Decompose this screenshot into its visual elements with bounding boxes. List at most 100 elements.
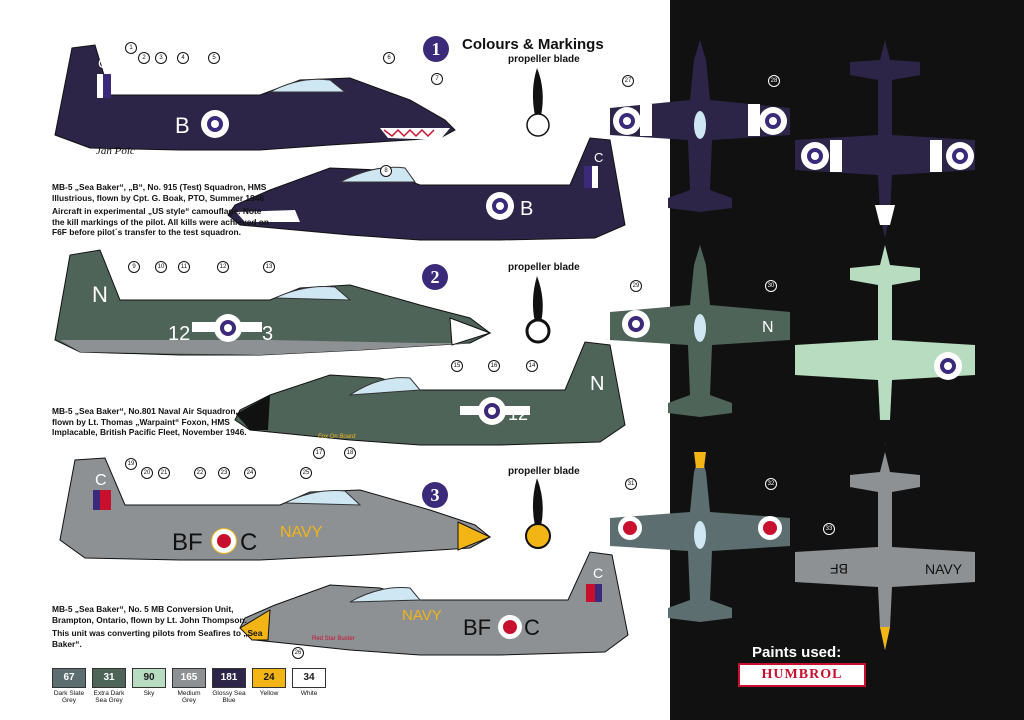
callout-marker: 17 (313, 447, 325, 459)
scheme-1-number: 1 (423, 36, 449, 62)
paints-used-label: Paints used: (752, 644, 842, 661)
scheme-3-description: MB-5 „Sea Baker“, No. 5 MB Conversion Un… (52, 604, 247, 625)
paint-name: Dark Slate Grey (53, 690, 85, 704)
scheme1-bottom-view (795, 40, 975, 238)
scheme1-right-tail-code: C (594, 150, 603, 165)
paint-code: 181 (212, 668, 246, 688)
callout-marker: 20 (141, 467, 153, 479)
paint-swatch: 24 Yellow (252, 668, 286, 704)
paint-code: 67 (52, 668, 86, 688)
callout-marker: 13 (263, 261, 275, 273)
callout-marker: 6 (383, 52, 395, 64)
callout-marker: 28 (768, 75, 780, 87)
propeller-label-1: propeller blade (508, 54, 580, 65)
callout-marker: 5 (208, 52, 220, 64)
paint-code: 24 (252, 668, 286, 688)
paint-name: White (300, 690, 318, 697)
scheme3-top-view (610, 452, 790, 622)
scheme3-side-view-left: C BF C NAVY (59, 457, 492, 561)
paint-name: Medium Grey (177, 690, 201, 704)
callout-marker: 31 (625, 478, 637, 490)
paint-swatch: 90 Sky (132, 668, 166, 704)
callout-marker: 19 (125, 458, 137, 470)
scheme3-navy-text: NAVY (280, 524, 323, 541)
paint-swatch: 165 Medium Grey (172, 668, 206, 704)
paint-name: Glossy Sea Blue (212, 690, 246, 704)
callout-marker: 22 (194, 467, 206, 479)
scheme-1-note: Aircraft in experimental „US style“ camo… (52, 206, 270, 237)
paint-swatches: 67 Dark Slate Grey 31 Extra Dark Sea Gre… (52, 668, 326, 704)
propeller-blade-3 (525, 478, 551, 549)
scheme2-side-view-left: N 12 3 (54, 249, 492, 356)
scheme2-tail-code: N (92, 282, 108, 307)
propeller-blade-2 (525, 276, 551, 344)
scheme1-top-view (610, 40, 790, 212)
scheme-1-caption: MB-5 „Sea Baker“, „B“, No. 915 (Test) Sq… (52, 182, 272, 241)
scheme3-fuselage-left: BF (172, 529, 203, 556)
paint-swatch: 181 Glossy Sea Blue (212, 668, 246, 704)
scheme-3-note: This unit was converting pilots from Sea… (52, 628, 263, 649)
scheme3-wing-code-left: BF (830, 561, 848, 577)
callout-marker: 3 (155, 52, 167, 64)
callout-marker: 12 (217, 261, 229, 273)
scheme1-right-fuselage-code: B (520, 198, 533, 220)
scheme2-fuselage-left: 12 (168, 323, 190, 345)
callout-marker: 10 (155, 261, 167, 273)
scheme3-tail-code: C (95, 472, 107, 489)
scheme2-top-view: N (610, 245, 790, 417)
scheme3-side-view-right: C BF C NAVY Red Star Buster (239, 551, 629, 656)
paint-swatch: 31 Extra Dark Sea Grey (92, 668, 126, 704)
scheme2-right-tail-code: N (590, 373, 604, 395)
scheme2-right-fuselage-code: 12 (508, 404, 528, 424)
paint-code: 165 (172, 668, 206, 688)
callout-marker: 14 (526, 360, 538, 372)
callout-marker: 30 (765, 280, 777, 292)
paint-name: Extra Dark Sea Grey (93, 690, 125, 704)
scheme2-top-wing-code: N (762, 319, 774, 336)
paint-code: 34 (292, 668, 326, 688)
callout-marker: 7 (431, 73, 443, 85)
callout-marker: 8 (380, 165, 392, 177)
propeller-label-2: propeller blade (508, 262, 580, 273)
callout-marker: 11 (178, 261, 190, 273)
callout-marker: 32 (765, 478, 777, 490)
scheme2-nose-art: Fox On Board (318, 434, 356, 440)
scheme3-right-fuselage-left: BF (463, 615, 491, 640)
scheme-3-number: 3 (422, 482, 448, 508)
scheme3-bottom-view: BF NAVY (795, 452, 975, 650)
callout-marker: 24 (244, 467, 256, 479)
callout-marker: 18 (344, 447, 356, 459)
page-title: Colours & Markings (462, 36, 604, 53)
callout-marker: 21 (158, 467, 170, 479)
callout-marker: 33 (823, 523, 835, 535)
callout-marker: 23 (218, 467, 230, 479)
scheme-2-description: MB-5 „Sea Baker“, No.801 Naval Air Squad… (52, 406, 247, 437)
propeller-blade-1 (526, 68, 550, 137)
scheme3-wing-code-right: NAVY (925, 561, 963, 577)
scheme3-right-fuselage-right: C (524, 615, 540, 640)
scheme3-fuselage-right: C (240, 529, 257, 556)
humbrol-logo: HUMBROL (738, 663, 866, 687)
scheme-1-description: MB-5 „Sea Baker“, „B“, No. 915 (Test) Sq… (52, 182, 267, 203)
callout-marker: 2 (138, 52, 150, 64)
scheme3-right-navy-text: NAVY (402, 607, 442, 624)
paint-code: 90 (132, 668, 166, 688)
scheme-2-caption: MB-5 „Sea Baker“, No.801 Naval Air Squad… (52, 406, 262, 441)
scheme2-bottom-view (795, 245, 975, 445)
callout-marker: 15 (451, 360, 463, 372)
callout-marker: 4 (177, 52, 189, 64)
scheme2-fuselage-right: 3 (262, 323, 273, 345)
scheme1-side-view-right: C B (227, 137, 626, 241)
scheme1-tail-code: C (98, 55, 108, 71)
scheme-3-caption: MB-5 „Sea Baker“, No. 5 MB Conversion Un… (52, 604, 272, 652)
scheme-2-number: 2 (422, 264, 448, 290)
callout-marker: 16 (488, 360, 500, 372)
paint-name: Sky (143, 690, 155, 697)
scheme3-right-tail-code: C (593, 565, 603, 581)
scheme3-nose-art: Red Star Buster (312, 636, 355, 642)
artist-signature: Jan Polc (96, 145, 135, 157)
propeller-label-3: propeller blade (508, 466, 580, 477)
scheme1-fuselage-code: B (175, 113, 190, 138)
